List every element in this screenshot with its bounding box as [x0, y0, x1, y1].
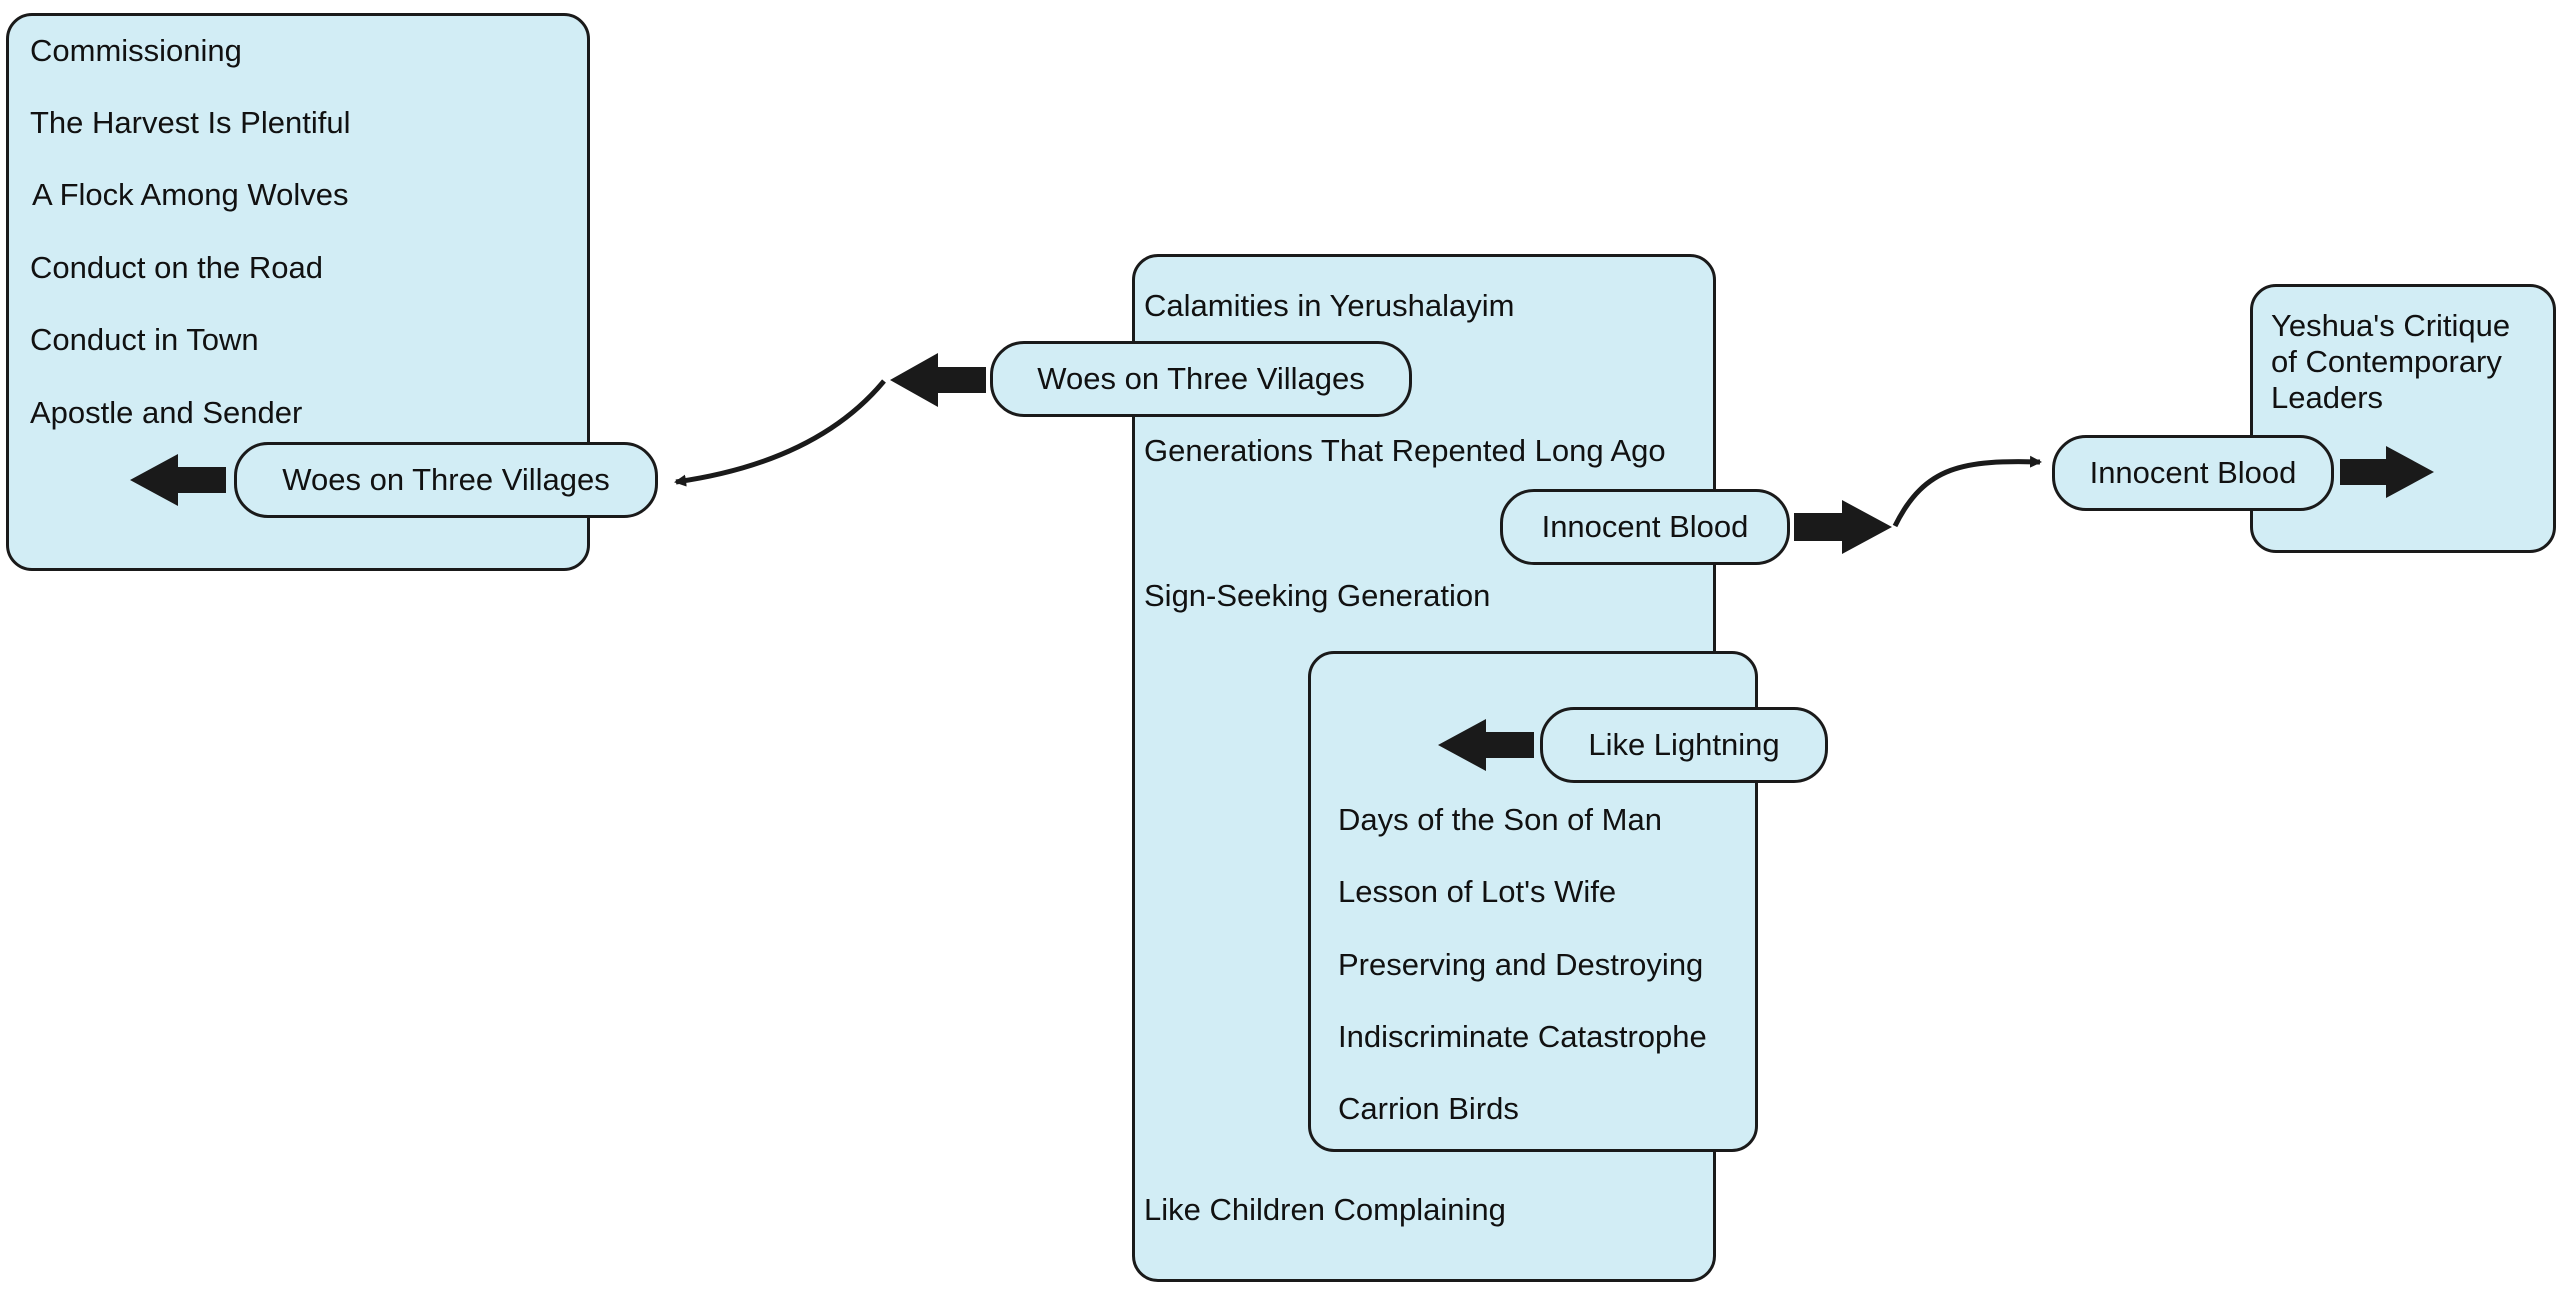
right-group-title: Yeshua's Critique of Contemporary Leader…	[2271, 308, 2510, 416]
center-item-generations[interactable]: Generations That Repented Long Ago	[1144, 433, 1666, 468]
inner-item-days[interactable]: Days of the Son of Man	[1338, 802, 1662, 837]
left-item-road[interactable]: Conduct on the Road	[30, 250, 323, 285]
left-item-harvest[interactable]: The Harvest Is Plentiful	[30, 105, 351, 140]
right-title-line-3: Leaders	[2271, 380, 2384, 415]
right-title-line-2: of Contemporary	[2271, 344, 2502, 379]
inner-item-carrion[interactable]: Carrion Birds	[1338, 1091, 1519, 1126]
center-item-children[interactable]: Like Children Complaining	[1144, 1192, 1506, 1227]
block-arrow-center-woes	[890, 353, 986, 407]
right-link-innocent-blood-pill[interactable]: Innocent Blood	[2052, 435, 2334, 511]
left-item-flock[interactable]: A Flock Among Wolves	[32, 177, 349, 212]
center-item-calamities[interactable]: Calamities in Yerushalayim	[1144, 288, 1515, 323]
left-item-town[interactable]: Conduct in Town	[30, 322, 259, 357]
center-item-sign-seeking[interactable]: Sign-Seeking Generation	[1144, 578, 1491, 613]
inner-item-catastrophe[interactable]: Indiscriminate Catastrophe	[1338, 1019, 1707, 1054]
center-link-innocent-blood-pill[interactable]: Innocent Blood	[1500, 489, 1790, 565]
left-item-apostle[interactable]: Apostle and Sender	[30, 395, 303, 430]
inner-item-preserving[interactable]: Preserving and Destroying	[1338, 947, 1704, 982]
connector-curve-innocent-blood	[1892, 455, 2042, 528]
inner-link-lightning-pill[interactable]: Like Lightning	[1540, 707, 1828, 783]
connector-curve-woes	[674, 379, 886, 487]
left-link-woes-pill[interactable]: Woes on Three Villages	[234, 442, 658, 518]
right-title-line-1: Yeshua's Critique	[2271, 308, 2511, 343]
left-item-commissioning[interactable]: Commissioning	[30, 33, 242, 68]
inner-item-lots-wife[interactable]: Lesson of Lot's Wife	[1338, 874, 1617, 909]
center-link-woes-pill[interactable]: Woes on Three Villages	[990, 341, 1412, 417]
block-arrow-innocent-blood-out	[1794, 500, 1892, 554]
